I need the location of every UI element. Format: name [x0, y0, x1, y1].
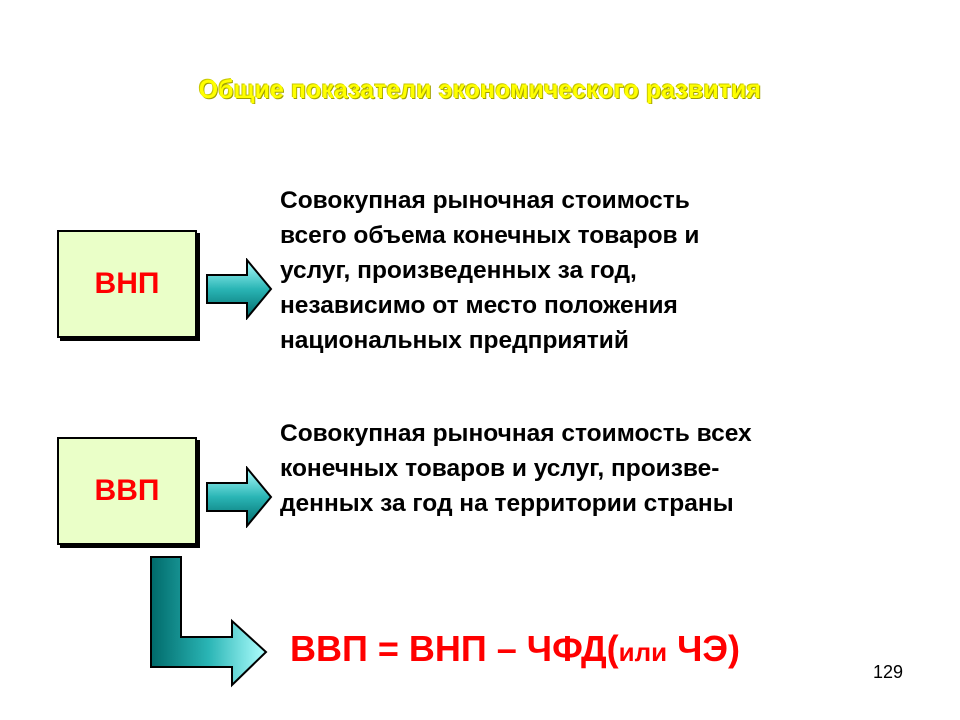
vnp-definition-line: независимо от место положения: [280, 292, 678, 319]
vvp-definition-line: денных за год на территории страны: [280, 490, 734, 517]
term-box-vvp: ВВП: [57, 437, 197, 545]
formula-end: ЧЭ): [667, 628, 741, 669]
vnp-definition-line: услуг, произведенных за год,: [280, 257, 637, 284]
slide-title: Общие показатели экономического развития: [198, 74, 762, 104]
right-arrow-icon: [206, 258, 273, 320]
vnp-definition-line: национальных предприятий: [280, 327, 629, 354]
vvp-definition-line: Совокупная рыночная стоимость всех: [280, 420, 752, 447]
right-arrow-icon: [206, 466, 273, 528]
formula-or: или: [618, 637, 668, 667]
page-number: 129: [873, 662, 904, 682]
vvp-definition-line: конечных товаров и услуг, произве-: [280, 455, 720, 482]
vvp-definition: Совокупная рыночная стоимость всех конеч…: [280, 416, 900, 521]
formula-main: ВВП = ВНП – ЧФД(: [290, 628, 619, 669]
elbow-arrow-icon: [150, 556, 268, 688]
term-box-vnp: ВНП: [57, 230, 197, 338]
vnp-definition-line: Совокупная рыночная стоимость: [280, 187, 690, 214]
vnp-definition: Совокупная рыночная стоимость всего объе…: [280, 183, 860, 358]
gdp-formula: ВВП = ВНП – ЧФД(или ЧЭ): [290, 628, 740, 670]
vnp-definition-line: всего объема конечных товаров и: [280, 222, 700, 249]
